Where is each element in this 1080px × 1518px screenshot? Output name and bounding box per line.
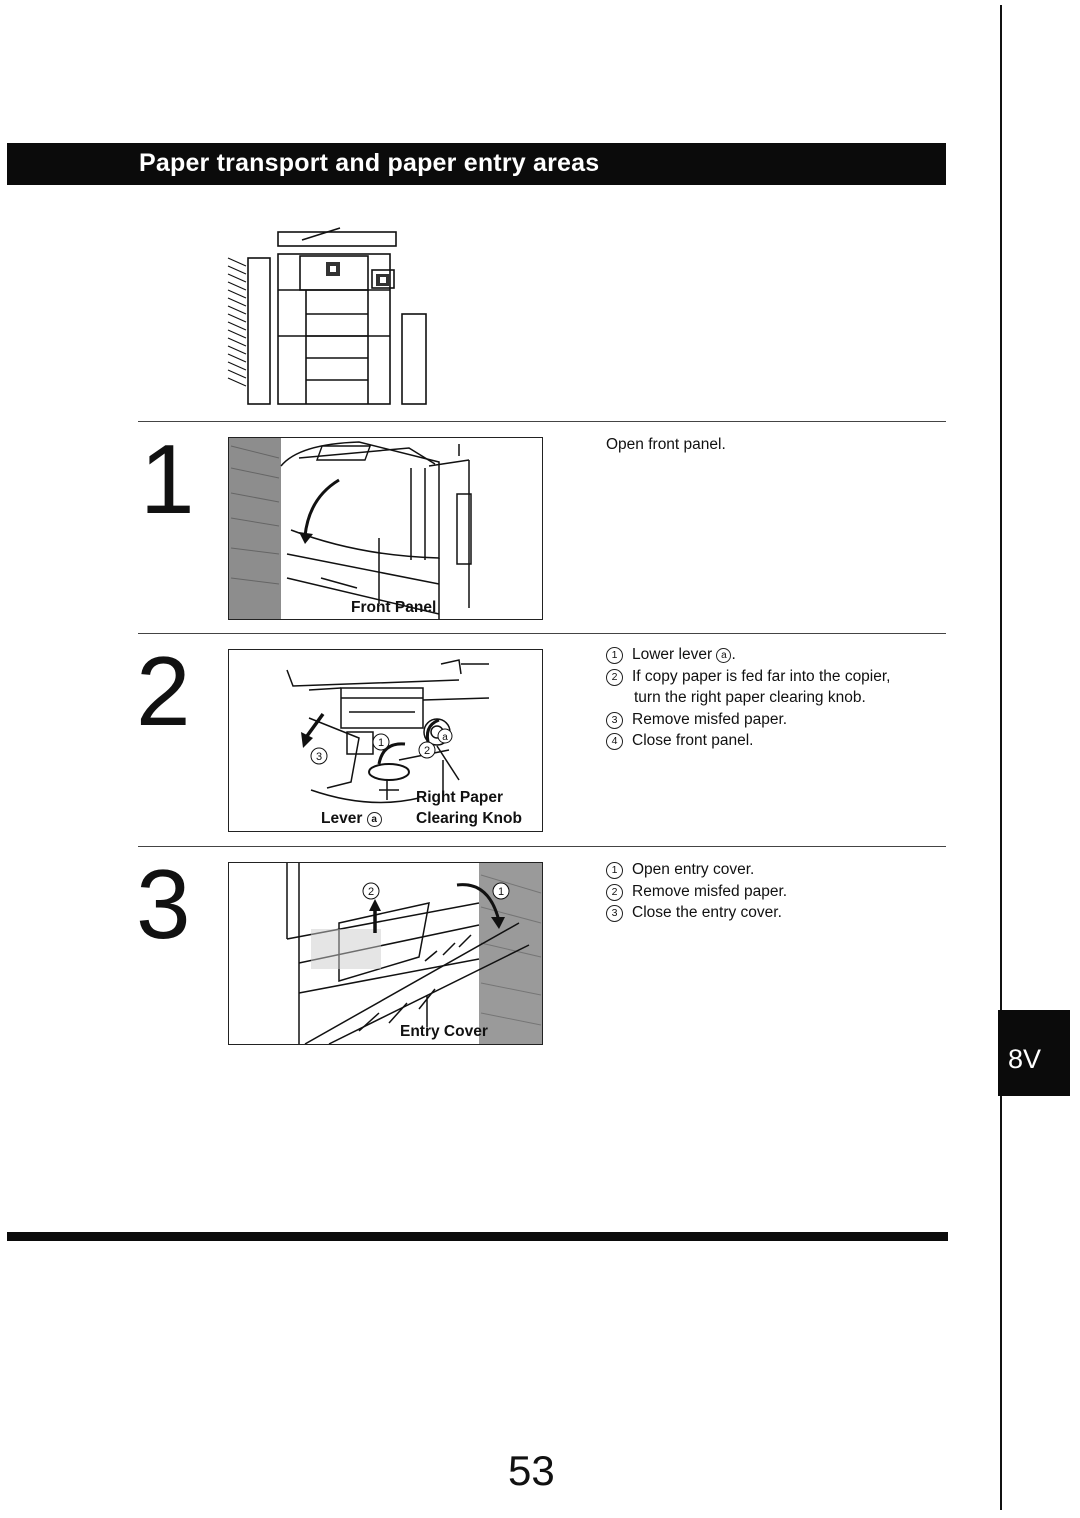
step-divider [138, 421, 946, 422]
entry-cover-label: Entry Cover [400, 1023, 488, 1040]
callout-1: 1 [378, 737, 384, 749]
step1-instructions: Open front panel. [606, 434, 726, 456]
step-marker: 1 [606, 862, 623, 879]
lever-and-clearing-knob-figure: 3 1 2 a Right Paper Lever a Clearing Kno… [228, 649, 543, 832]
callout-a: a [442, 732, 448, 743]
step3-instructions: 1 Open entry cover. 2 Remove misfed pape… [606, 859, 787, 924]
instruction-line: 2 Remove misfed paper. [606, 881, 787, 903]
step-divider [138, 633, 946, 634]
step-marker: 2 [606, 883, 623, 901]
step-marker: 3 [606, 711, 623, 729]
page-edge-rule [1000, 5, 1002, 1510]
instruction-line: Open front panel. [606, 436, 726, 453]
instruction-line: 3 Close the entry cover. [606, 902, 787, 924]
step2-instructions: 1 Lower lever a. 2 If copy paper is fed … [606, 644, 890, 752]
chapter-tab: 8V [998, 1010, 1070, 1096]
step-number: 1 [140, 424, 195, 534]
front-panel-label: Front Panel [351, 599, 437, 616]
bottom-rule [7, 1232, 948, 1241]
copier-overview-diagram [222, 226, 432, 410]
step-marker: 2 [606, 668, 623, 686]
step-number: 3 [136, 849, 191, 959]
instruction-line: 1 Lower lever a. [606, 644, 890, 666]
instruction-line: 2 If copy paper is fed far into the copi… [606, 666, 890, 688]
step-marker: 4 [606, 733, 623, 750]
instruction-line: 4 Close front panel. [606, 730, 890, 752]
callout-2: 2 [424, 745, 430, 757]
entry-cover-figure: 2 1 Entry Cover [228, 862, 543, 1045]
lever-label: Lever a [321, 810, 382, 828]
step-number: 2 [136, 636, 191, 746]
section-title-bar: Paper transport and paper entry areas [7, 143, 946, 185]
instruction-line: 3 Remove misfed paper. [606, 709, 890, 731]
page-number: 53 [508, 1447, 555, 1494]
callout-2: 2 [368, 886, 374, 898]
section-title: Paper transport and paper entry areas [139, 149, 600, 177]
chapter-tab-label: 8V [1008, 1044, 1042, 1074]
callout-1: 1 [498, 886, 504, 898]
instruction-line: 1 Open entry cover. [606, 859, 787, 881]
instruction-continuation: turn the right paper clearing knob. [634, 689, 866, 706]
step-divider [138, 846, 946, 847]
right-paper-label: Right Paper [416, 789, 503, 806]
callout-3: 3 [316, 751, 322, 763]
clearing-knob-label: Clearing Knob [416, 810, 522, 827]
step-marker: 1 [606, 647, 623, 664]
front-panel-figure: Front Panel [228, 437, 543, 620]
step-marker: 3 [606, 905, 623, 922]
